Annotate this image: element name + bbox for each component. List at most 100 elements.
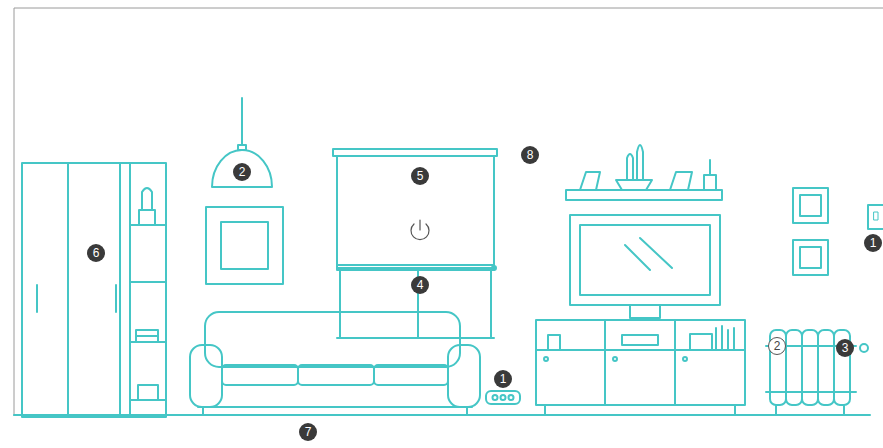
floor-line <box>14 414 870 416</box>
callout-number: 3 <box>835 338 855 358</box>
wall-shelf <box>566 190 722 200</box>
television <box>625 238 672 270</box>
radiator <box>776 405 844 414</box>
callout-circle <box>494 370 512 388</box>
callout-label: 5 <box>410 166 430 186</box>
callout-label: 1 <box>863 233 883 253</box>
callout-label: 4 <box>410 275 430 295</box>
sofa <box>374 365 448 385</box>
callout-label: 8 <box>520 145 540 165</box>
wall-shelf <box>616 180 652 190</box>
sofa <box>298 365 374 385</box>
wall-shelf <box>704 160 716 190</box>
sofa <box>448 345 480 407</box>
callout-number: 1 <box>863 233 883 253</box>
wardrobe <box>139 210 155 225</box>
callout-number: 1 <box>493 369 513 389</box>
sofa <box>205 312 460 367</box>
wall-shelf <box>670 172 692 190</box>
callout-circle <box>411 276 429 294</box>
callout-circle <box>864 234 882 252</box>
frame-border <box>14 8 883 416</box>
sofa <box>198 406 472 408</box>
radiator <box>766 330 868 414</box>
window-blind <box>333 149 497 156</box>
pendant-lamp <box>241 98 243 145</box>
radiator <box>860 344 868 352</box>
callout-circle <box>87 244 105 262</box>
wardrobe <box>136 330 158 342</box>
light-switch <box>868 205 883 229</box>
callout-number: 8 <box>520 145 540 165</box>
callout-circle <box>521 146 539 164</box>
power-socket <box>493 395 498 400</box>
tv-cabinet <box>613 357 617 361</box>
window-blind <box>337 156 494 268</box>
wall-shelf <box>627 145 643 180</box>
wardrobe <box>142 188 152 210</box>
callout-number: 2 <box>232 162 252 182</box>
sofa <box>222 365 298 385</box>
window-blind <box>333 149 497 338</box>
wall-frames <box>793 188 828 275</box>
window-blind <box>493 160 495 266</box>
radiator <box>802 330 818 405</box>
power-socket <box>509 395 514 400</box>
sofa <box>190 312 480 414</box>
wall-picture <box>221 222 268 269</box>
callout-circle <box>411 167 429 185</box>
callout-label: 2 <box>767 336 787 356</box>
wardrobe <box>22 163 166 417</box>
television <box>570 215 720 318</box>
light-switch <box>874 212 878 220</box>
tv-cabinet <box>536 320 745 415</box>
power-symbol <box>411 220 429 240</box>
callout-number: 7 <box>298 422 318 442</box>
callout-circle <box>836 339 854 357</box>
window-blind <box>492 266 496 270</box>
callout-label: 3 <box>835 338 855 358</box>
sofa <box>203 407 467 414</box>
wardrobe <box>138 385 158 400</box>
wall-shelf <box>566 145 722 200</box>
callout-circle <box>299 423 317 441</box>
pendant-lamp <box>212 98 272 187</box>
callout-number: 5 <box>410 166 430 186</box>
wall-frames <box>800 247 821 268</box>
power-symbol <box>419 220 420 230</box>
pendant-lamp <box>212 150 272 187</box>
light-switch <box>868 205 883 229</box>
wall-shelf <box>580 172 600 190</box>
wall-picture <box>206 207 283 284</box>
radiator <box>818 330 834 405</box>
wardrobe <box>22 163 166 417</box>
floor-line <box>14 414 870 416</box>
power-socket <box>501 395 506 400</box>
window-blind <box>337 265 494 270</box>
callout-number: 6 <box>86 243 106 263</box>
power-socket <box>486 391 520 404</box>
callout-number: 4 <box>410 275 430 295</box>
callout-label: 1 <box>493 369 513 389</box>
wall-frames <box>793 240 828 275</box>
television <box>630 305 660 318</box>
callout-circle <box>233 163 251 181</box>
wall-picture <box>206 207 283 284</box>
tv-cabinet <box>622 335 658 345</box>
television <box>570 215 720 305</box>
television <box>580 225 710 295</box>
tv-cabinet <box>548 326 734 350</box>
radiator <box>786 330 802 405</box>
window-blind <box>337 270 494 338</box>
frame-border <box>14 8 883 416</box>
tv-cabinet <box>683 357 687 361</box>
callout-number: 2 <box>767 336 787 356</box>
callout-label: 7 <box>298 422 318 442</box>
wardrobe <box>130 225 166 400</box>
tv-cabinet <box>536 320 745 405</box>
tv-cabinet <box>544 357 548 361</box>
callout-label: 6 <box>86 243 106 263</box>
sofa <box>190 345 222 407</box>
